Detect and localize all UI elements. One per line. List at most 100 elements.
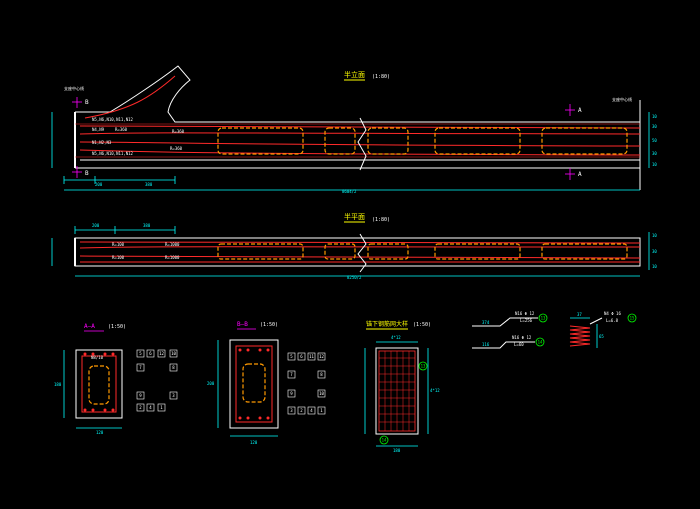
- plan-hole-5: [541, 243, 628, 260]
- plan-scale: (1:80): [372, 217, 390, 223]
- svg-text:8: 8: [320, 372, 323, 377]
- elevation-corner-note-right: 支座中心线: [612, 96, 632, 102]
- plan-rebar-2: [79, 246, 641, 249]
- plan-hole-2: [324, 243, 356, 260]
- anchor-detail-outline: [375, 347, 419, 435]
- plan-dim-total: 8250/2: [347, 275, 362, 280]
- anchor-detail-title: 锚下钢筋网大样: [366, 320, 408, 328]
- svg-text:1: 1: [160, 405, 163, 410]
- section-b-dim-left-label: 200: [207, 381, 215, 386]
- elevation-rebar-label-2: R=360: [172, 129, 185, 134]
- svg-text:2: 2: [300, 408, 303, 413]
- svg-text:14: 14: [382, 438, 387, 443]
- svg-text:10: 10: [652, 114, 657, 119]
- svg-text:10: 10: [652, 264, 657, 269]
- elevation-rebar-label-1: R=360: [115, 127, 128, 132]
- elevation-rebar-branch: [84, 75, 176, 119]
- spring-label: N4 Φ 16: [604, 311, 621, 316]
- section-b-bars: [238, 348, 270, 420]
- svg-text:A: A: [578, 171, 582, 178]
- plan-rebar-label-3: R=1000: [165, 255, 180, 260]
- elevation-hole-3: [367, 127, 409, 155]
- svg-text:1: 1: [320, 408, 323, 413]
- spring-dim-top-label: 37: [577, 312, 582, 317]
- section-a-hole: [88, 365, 110, 405]
- elevation-note-4: N5,N6,N10,N11,N12: [92, 151, 134, 156]
- plan-hole-3: [367, 243, 409, 260]
- plan-rebar-label-4: R=100: [112, 255, 125, 260]
- svg-text:7: 7: [290, 372, 293, 377]
- section-a-dim-left-label: 180: [54, 382, 62, 387]
- svg-text:15: 15: [630, 316, 635, 321]
- section-a-outline: [75, 349, 123, 419]
- elevation-dim-2: 380: [145, 182, 153, 187]
- elevation-rebar-3: [79, 141, 641, 147]
- spring-detail-view: 37 65 N4 Φ 16 L=6.8 15: [569, 311, 637, 348]
- elevation-title: 半立面: [344, 70, 365, 79]
- section-b-title: B—B: [237, 321, 248, 328]
- bend-bar-1-label: N16 Φ 12: [515, 311, 535, 316]
- plan-rebar-label-2: R=1000: [165, 242, 180, 247]
- svg-text:11: 11: [309, 354, 314, 359]
- elevation-note-1: N5,N6,N10,N11,N12: [92, 117, 134, 122]
- svg-text:12: 12: [319, 354, 324, 359]
- svg-text:6: 6: [149, 351, 152, 356]
- anchor-detail-dim-side-label: 4*12: [430, 388, 440, 393]
- section-marker-b-top: B: [72, 97, 89, 108]
- svg-text:12: 12: [159, 351, 164, 356]
- bend-bar-1-sub: L=256: [520, 318, 533, 323]
- spring-sub: L=6.8: [606, 318, 619, 323]
- bend-bar-2-sub: L=60: [514, 342, 524, 347]
- elevation-hole-4: [434, 127, 521, 155]
- section-b-outline: [229, 339, 279, 429]
- section-a-view: A—A (1:50) N8/10 120 180 5 6 12 10 7 8 9…: [54, 323, 178, 435]
- svg-text:14: 14: [538, 340, 543, 345]
- bend-bar-1: [472, 317, 538, 327]
- svg-text:5: 5: [139, 351, 142, 356]
- anchor-marker-14: 14: [379, 435, 389, 445]
- elevation-rebar-label-3: R=360: [170, 146, 183, 151]
- elevation-break-line: [357, 117, 367, 171]
- svg-text:8: 8: [172, 365, 175, 370]
- svg-text:10: 10: [171, 351, 176, 356]
- plan-dim-1: 200: [92, 223, 100, 228]
- bend-bar-2-dim: 116: [482, 342, 490, 347]
- elevation-rebar-2: [79, 132, 641, 135]
- plan-dim-2: 380: [143, 223, 151, 228]
- section-a-dim-bottom-label: 120: [96, 430, 104, 435]
- svg-text:13: 13: [541, 316, 546, 321]
- spring-marker-15: 15: [627, 313, 637, 323]
- bend-marker-13: 13: [538, 313, 548, 323]
- bend-bar-1-dim: 374: [482, 320, 490, 325]
- spring-coil: [569, 325, 591, 347]
- svg-text:10: 10: [319, 391, 324, 396]
- elevation-hole-2: [324, 127, 356, 155]
- elevation-hole-5: [541, 127, 628, 155]
- elevation-top-edge: [75, 65, 640, 123]
- spring-dim-side-label: 65: [599, 334, 604, 339]
- svg-text:7: 7: [139, 365, 142, 370]
- section-a-top-label: N8/10: [91, 355, 104, 360]
- svg-text:30: 30: [652, 124, 657, 129]
- svg-text:10: 10: [652, 233, 657, 238]
- bend-detail-view: N16 Φ 12 L=256 374 13 N16 Φ 12 L=60 116 …: [472, 311, 548, 349]
- elevation-note-3: N1,N2,N3: [92, 140, 112, 145]
- svg-text:3: 3: [172, 393, 175, 398]
- section-b-dim-bottom-label: 120: [250, 440, 258, 445]
- section-marker-a-bottom: A: [565, 168, 582, 180]
- svg-text:4: 4: [149, 405, 152, 410]
- anchor-marker-13: 13: [418, 361, 428, 371]
- bend-bar-2: [472, 341, 535, 349]
- elevation-corner-note-left: 支座中心线: [64, 85, 84, 91]
- svg-text:6: 6: [300, 354, 303, 359]
- section-marker-a-top: A: [565, 104, 582, 116]
- elevation-dim-total: 8604/2: [342, 189, 357, 194]
- plan-title: 半平面: [344, 212, 365, 221]
- elevation-scale: (1:80): [372, 74, 390, 80]
- section-b-stirrup: [235, 345, 273, 423]
- section-b-tags: 5 6 11 12 7 8 9 10 3 2 4 1: [287, 352, 326, 415]
- svg-text:30: 30: [652, 249, 657, 254]
- section-b-scale: (1:50): [260, 322, 278, 328]
- elevation-view: 半立面 (1:80) B: [51, 65, 657, 194]
- section-b-view: B—B (1:50) 120 200 5 6 11 12 7 8 9 10 3 …: [207, 321, 326, 445]
